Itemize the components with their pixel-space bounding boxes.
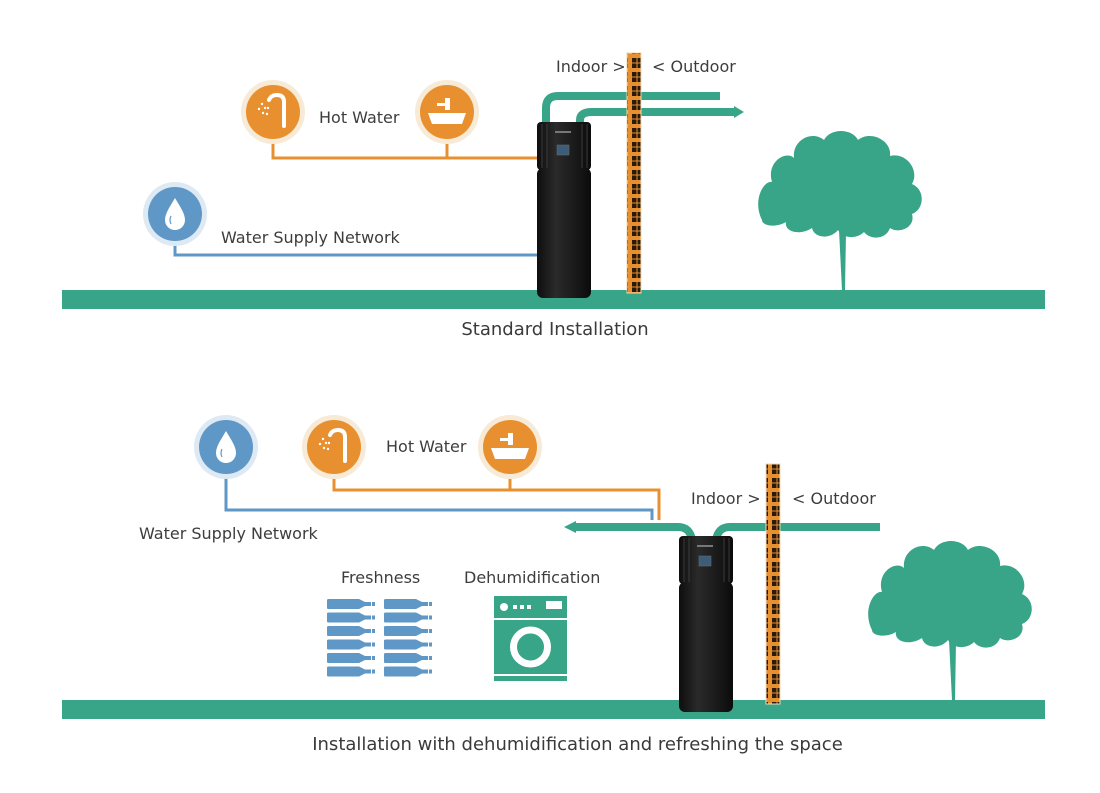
hot-water-pipe	[271, 138, 538, 160]
bottle-cap	[429, 602, 432, 606]
shower-icon	[241, 80, 305, 144]
bottle	[327, 626, 371, 636]
exhaust-arrow-icon	[734, 106, 744, 118]
indoor-label: Indoor >	[691, 489, 761, 508]
caption-standard: Standard Installation	[461, 319, 649, 340]
caption-dehumidification: Installation with dehumidification and r…	[312, 734, 843, 755]
bottle-cap	[429, 629, 432, 633]
control-display	[556, 144, 570, 156]
hot-water-label: Hot Water	[319, 108, 400, 127]
heat-pump-unit	[679, 536, 733, 712]
wall	[765, 463, 781, 705]
bottle-cap	[372, 629, 375, 633]
water-supply-label: Water Supply Network	[221, 228, 400, 247]
bottle	[384, 599, 428, 609]
bottle-cap	[429, 656, 432, 660]
diagram-dehumidification	[62, 415, 1045, 719]
air-intake-duct	[542, 92, 720, 124]
diagram-standard	[62, 52, 1045, 309]
bottle	[327, 653, 371, 663]
indoor-arrow-icon	[564, 521, 576, 533]
dehumidification-label: Dehumidification	[464, 568, 601, 587]
bottle-cap	[372, 669, 375, 674]
bottle-cap	[429, 669, 432, 674]
bottle	[327, 599, 371, 609]
freshness-label: Freshness	[341, 568, 421, 587]
water-supply-label: Water Supply Network	[139, 524, 318, 543]
sink-icon	[478, 415, 542, 479]
control-display	[698, 555, 712, 567]
ground-bar	[62, 700, 1045, 719]
tree-icon	[868, 541, 1032, 700]
bottle	[384, 639, 428, 650]
tree-icon	[758, 131, 922, 290]
ground-bar	[62, 290, 1045, 309]
bottle	[384, 626, 428, 636]
wall	[626, 52, 642, 294]
sink-icon	[415, 80, 479, 144]
bottle	[327, 639, 371, 650]
bottle-cap	[372, 656, 375, 660]
bottles-icon	[327, 599, 432, 677]
heat-pump-unit	[537, 122, 591, 298]
air-indoor-duct	[574, 523, 696, 541]
hot-water-label: Hot Water	[386, 437, 467, 456]
washing-machine-icon	[494, 596, 567, 681]
shower-icon	[302, 415, 366, 479]
bottle-cap	[372, 602, 375, 606]
outdoor-label: < Outdoor	[792, 489, 876, 508]
hot-water-pipe	[332, 470, 661, 520]
outdoor-label: < Outdoor	[652, 57, 736, 76]
water-drop-icon	[194, 415, 258, 479]
bottle	[327, 612, 371, 623]
bottle	[384, 612, 428, 623]
bottle-cap	[429, 615, 432, 620]
bottle	[327, 666, 371, 677]
bottle	[384, 666, 428, 677]
bottle-cap	[372, 615, 375, 620]
bottle	[384, 653, 428, 663]
cold-water-pipe	[224, 470, 654, 520]
bottle-cap	[372, 642, 375, 647]
air-outdoor-duct	[712, 523, 880, 541]
water-drop-icon	[143, 182, 207, 246]
indoor-label: Indoor >	[556, 57, 626, 76]
bottle-cap	[429, 642, 432, 647]
air-exhaust-duct	[576, 108, 736, 124]
